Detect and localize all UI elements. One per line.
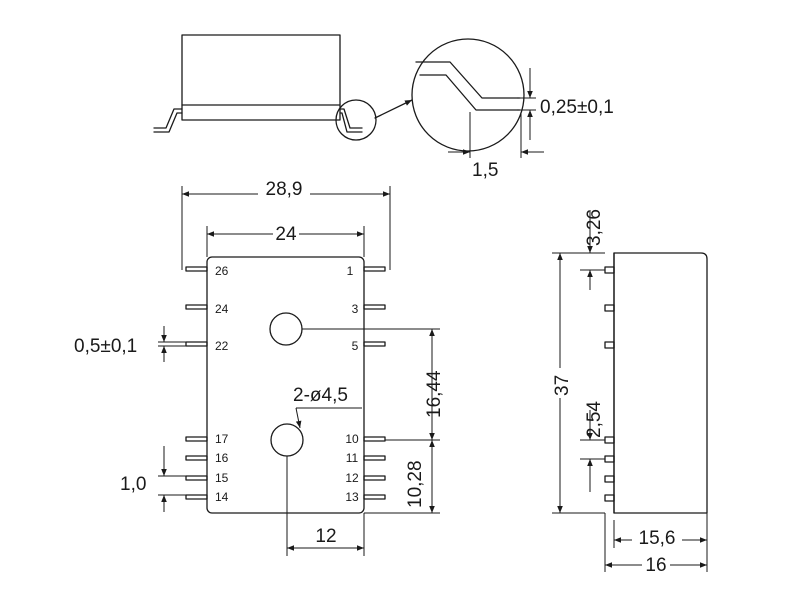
- dim-body-length: 37: [552, 375, 573, 396]
- left-lead: [153, 108, 183, 129]
- dim-lead-thickness: 0,25±0,1: [540, 97, 614, 118]
- end-view: 37 3,26 2,54 15,6 16: [549, 209, 708, 576]
- dim-lead-foot: 1,5: [472, 160, 498, 181]
- detail-marker-circle: [335, 99, 377, 141]
- dim-hole-spacing: 16,44: [424, 370, 445, 418]
- bottom-view: 26 24 22 17 16 15 14 1 3 5 10 11 12 13 1…: [74, 178, 445, 556]
- left-pins: [185, 266, 208, 500]
- dim-body-width: 24: [275, 224, 297, 245]
- dim-first-pin-offset: 3,26: [584, 209, 605, 246]
- relay-body-end: [613, 252, 708, 514]
- dim-pin-pitch: 1,0: [120, 474, 146, 495]
- dim-overall-width: 28,9: [266, 179, 303, 200]
- pin-label: 14: [215, 490, 229, 504]
- detail-circle: [411, 38, 525, 152]
- pin-label: 11: [346, 451, 359, 465]
- dim-hole-x-offset: 12: [315, 526, 336, 547]
- pin-label: 16: [215, 451, 229, 465]
- pin-label: 26: [215, 264, 229, 278]
- pin-label: 3: [352, 302, 359, 316]
- mounting-hole: [269, 312, 303, 346]
- right-lead: [339, 108, 363, 129]
- relay-body-bottom: [206, 256, 365, 514]
- pin-label: 12: [345, 471, 359, 485]
- pin-label: 1: [347, 264, 354, 278]
- detail-leader: [374, 99, 413, 119]
- dim-lead-width: 0,5±0,1: [74, 336, 137, 357]
- side-view: [153, 34, 413, 141]
- dim-pin-spacing: 2,54: [584, 401, 605, 438]
- right-pins: [363, 266, 386, 500]
- dim-holes: 2-ø4,5: [293, 385, 348, 406]
- pin-label: 5: [352, 339, 359, 353]
- detail-lead-top: [415, 61, 519, 99]
- mounting-hole: [270, 423, 304, 457]
- dim-body-height: 15,6: [639, 528, 676, 549]
- pin-label: 17: [215, 432, 229, 446]
- lead-detail: 0,25±0,1 1,5: [411, 38, 614, 181]
- relay-body-side: [181, 34, 341, 121]
- pin-label: 24: [215, 302, 229, 316]
- dim-overall-height: 16: [645, 555, 666, 576]
- dim-lower-hole-offset: 10,28: [405, 460, 426, 508]
- pin-label: 22: [215, 339, 229, 353]
- pin-label: 10: [345, 432, 359, 446]
- pin-label: 15: [215, 471, 229, 485]
- pin-label: 13: [345, 490, 359, 504]
